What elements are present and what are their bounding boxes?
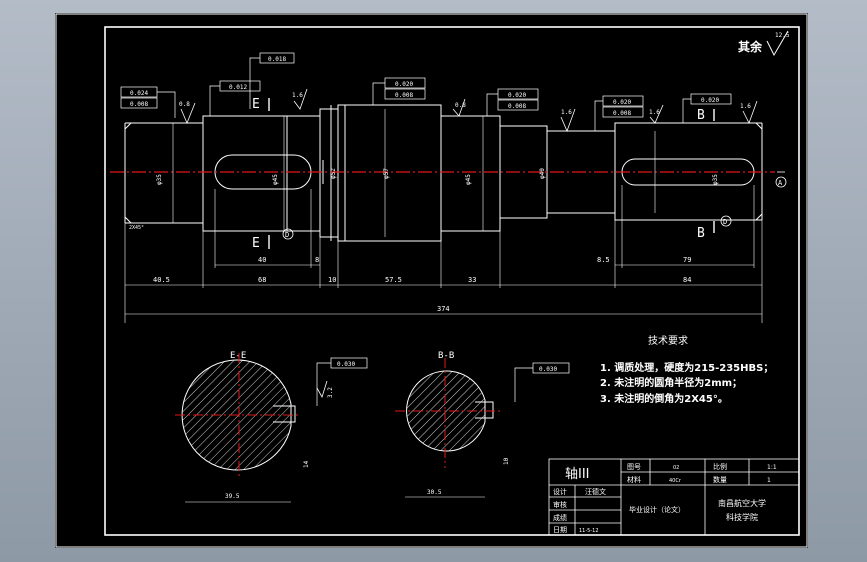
tech-req-item-2: 2. 未注明的圆角半径为2mm； <box>600 376 742 389</box>
approve-label: 成绩 <box>553 513 567 522</box>
school-1: 南昌航空大学 <box>718 498 766 508</box>
chamfer-note: 2X45° <box>129 225 144 231</box>
other-roughness-label: 其余 <box>738 39 763 54</box>
tolerance-frames <box>120 52 732 131</box>
datum-d-letter-2: D <box>723 218 727 226</box>
horizontal-dim-lines <box>124 185 763 323</box>
engineering-drawing: 其余 12.5 φ35 φ45 φ52 φ57 φ45 <box>55 13 808 548</box>
tol-t1b: 0.008 <box>130 101 148 108</box>
dim-d4: 8 <box>315 256 319 264</box>
design-label: 设计 <box>553 487 567 496</box>
section-b-bottom: B <box>697 226 705 241</box>
dim-d10: 84 <box>683 276 691 284</box>
tol-t6a: 0.020 <box>613 99 631 106</box>
section-ee-rough: 3.2 <box>327 387 334 398</box>
project: 毕业设计（论文） <box>629 505 685 514</box>
datum-a-letter: A <box>778 179 783 187</box>
tol-t2: 0.012 <box>229 84 247 91</box>
section-bb-title: B-B <box>438 351 454 361</box>
section-ee-width: 14 <box>303 460 310 468</box>
dim-d2: 68 <box>258 276 266 284</box>
part-name: 轴III <box>565 467 590 482</box>
rough-r1: 0.8 <box>179 101 190 108</box>
dim-d3: 40 <box>258 256 266 264</box>
tol-t6b: 0.008 <box>613 110 631 117</box>
scale: 1:1 <box>767 464 777 471</box>
other-roughness-value: 12.5 <box>775 32 790 39</box>
date-label: 日期 <box>553 526 567 534</box>
tol-t4b: 0.008 <box>395 92 413 99</box>
scale-label: 比例 <box>713 462 727 471</box>
review-label: 审核 <box>553 500 567 509</box>
dia-mid: φ40 <box>539 168 546 179</box>
section-b-top: B <box>697 108 705 123</box>
dia-left-end: φ35 <box>156 174 163 185</box>
dim-d7: 33 <box>468 276 476 284</box>
tol-t7: 0.020 <box>701 97 719 104</box>
section-bb-width: 10 <box>503 457 510 465</box>
tech-req-item-3: 3. 未注明的倒角为2X45°。 <box>600 392 728 405</box>
drawing-no-label: 图号 <box>627 463 641 471</box>
outer-frame <box>55 13 808 548</box>
dim-d6: 57.5 <box>385 276 402 284</box>
drawing-sheet: 其余 12.5 φ35 φ45 φ52 φ57 φ45 <box>55 13 808 548</box>
tech-req-item-1: 1. 调质处理，硬度为215-235HBS； <box>600 361 773 374</box>
dim-d1: 40.5 <box>153 276 170 284</box>
diameter-labels: φ35 φ45 φ52 φ57 φ45 φ40 φ35 <box>156 168 719 185</box>
rough-r4: 1.6 <box>561 109 572 116</box>
section-bb-keyway <box>475 401 494 419</box>
dim-total: 374 <box>437 305 450 313</box>
rough-r2: 1.6 <box>292 92 303 99</box>
tolerance-values: 0.024 0.008 0.012 0.018 0.020 0.008 0.02… <box>130 56 719 117</box>
dia-key1: φ45 <box>272 174 279 185</box>
rough-r3: 0.8 <box>455 102 466 109</box>
dim-d5: 10 <box>328 276 336 284</box>
dia-right: φ35 <box>712 174 719 185</box>
roughness-symbol <box>766 30 789 57</box>
shaft-roughness-symbols <box>180 88 758 133</box>
diameter-dim-lines <box>172 109 656 237</box>
date: 11-5-12 <box>579 528 599 534</box>
section-bb-tol: 0.030 <box>539 366 557 373</box>
tech-req-title: 技术要求 <box>648 334 688 347</box>
quantity-label: 数量 <box>713 475 727 484</box>
section-e-bottom: E <box>252 236 260 251</box>
dia-collar: φ52 <box>330 168 337 179</box>
material: 40Cr <box>669 478 682 484</box>
tol-t1a: 0.024 <box>130 90 148 97</box>
inner-frame <box>104 26 800 536</box>
material-label: 材料 <box>627 475 641 484</box>
shaft-roughness-values: 0.8 1.6 0.8 1.6 1.6 1.6 <box>179 92 751 116</box>
rough-r6: 1.6 <box>740 103 751 110</box>
quantity: 1 <box>767 477 771 484</box>
tol-t5a: 0.020 <box>508 92 526 99</box>
school-2: 科技学院 <box>726 512 758 522</box>
dia-shoulder: φ57 <box>383 168 390 179</box>
section-ee-depth: 39.5 <box>225 493 240 500</box>
shaft-main-view <box>124 104 763 242</box>
rough-r5: 1.6 <box>649 109 660 116</box>
tol-t4a: 0.020 <box>395 81 413 88</box>
tol-t3: 0.018 <box>268 56 286 63</box>
title-block-lines <box>548 458 800 536</box>
dim-d8: 8.5 <box>597 256 610 264</box>
datum-a-symbol <box>775 171 787 188</box>
horizontal-dim-values: 40.5 68 40 8 10 57.5 33 8.5 79 84 374 <box>153 256 691 313</box>
section-cut-marks <box>268 98 715 249</box>
section-bb-depth: 30.5 <box>427 489 442 496</box>
designer: 汪德文 <box>585 487 606 496</box>
dia-journal: φ45 <box>465 174 472 185</box>
datum-d-symbol <box>282 215 732 240</box>
drawing-no: 02 <box>673 465 679 471</box>
tol-t5b: 0.008 <box>508 103 526 110</box>
title-block-text: 轴III 图号 02 材料 40Cr 比例 1:1 数量 1 设计 汪德文 审核… <box>553 462 777 534</box>
section-e-top: E <box>252 97 260 112</box>
section-ee-keyway <box>273 405 296 423</box>
datum-d-letter-1: D <box>285 231 289 239</box>
dim-d9: 79 <box>683 256 691 264</box>
section-ee-title: E-E <box>230 351 246 361</box>
section-ee-tol: 0.030 <box>337 361 355 368</box>
